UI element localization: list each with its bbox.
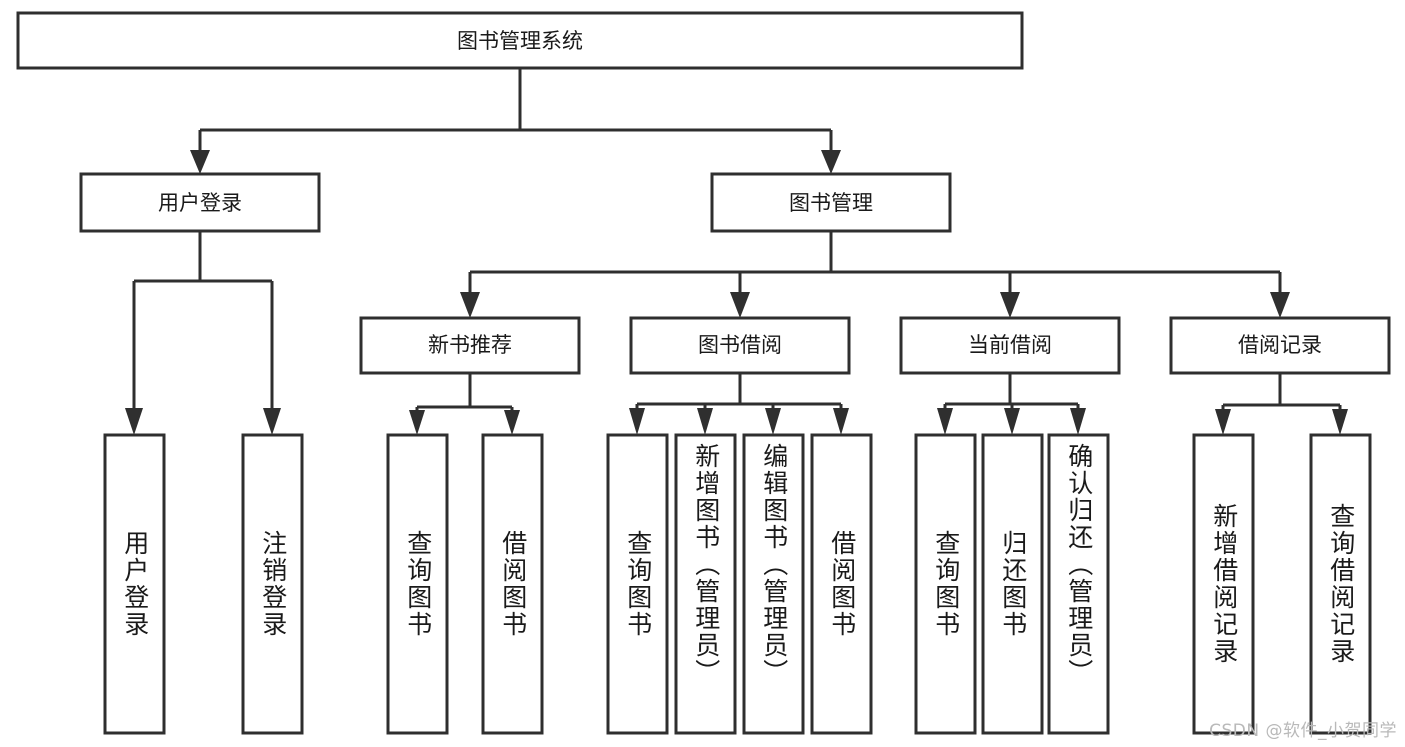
arrow-head-leaf-user-logout: [263, 408, 281, 435]
arrow-head-leaf-query-book-borrow: [629, 408, 645, 435]
arrow-head-leaf-edit-book: [765, 408, 781, 435]
arrow-head-leaf-query-book-current: [937, 408, 953, 435]
arrow-head-leaf-borrow-book-recommend: [504, 410, 520, 435]
leaf-box-add-borrow-record[interactable]: [1192, 433, 1255, 735]
leaf-box-borrow-book-recommend[interactable]: [481, 433, 544, 735]
node-current-borrow[interactable]: 当前借阅: [899, 316, 1121, 375]
node-user-login[interactable]: 用户登录: [79, 172, 321, 233]
arrow-head-new-book-recommend: [460, 292, 480, 318]
node-current-borrow-box[interactable]: [899, 316, 1121, 375]
arrow-head-leaf-confirm-return: [1070, 408, 1086, 435]
arrow-head-user-login: [190, 150, 210, 174]
node-root-label: 图书管理系统: [457, 29, 583, 53]
leaf-box-add-book[interactable]: [674, 433, 737, 735]
node-book-management[interactable]: 图书管理: [710, 172, 952, 233]
node-user-login-label: 用户登录: [158, 191, 242, 215]
node-root[interactable]: 图书管理系统: [16, 11, 1024, 70]
arrow-head-leaf-return-book: [1004, 408, 1020, 435]
arrow-head-book-management: [821, 150, 841, 174]
node-new-book-recommend[interactable]: 新书推荐: [359, 316, 581, 375]
node-book-borrow-label: 图书借阅: [698, 333, 782, 357]
node-book-management-label: 图书管理: [789, 191, 873, 215]
node-root-box[interactable]: [16, 11, 1024, 70]
node-borrow-record-label: 借阅记录: [1238, 333, 1322, 357]
arrow-head-leaf-add-borrow-record: [1215, 409, 1231, 435]
leaf-box-query-book-current[interactable]: [914, 433, 977, 735]
connectors-root-to-level2: [190, 68, 841, 174]
node-book-borrow[interactable]: 图书借阅: [629, 316, 851, 375]
connectors-book-borrow-to-leaves: [629, 373, 849, 435]
connectors-book-management-to-level3: [460, 231, 1290, 318]
leaf-box-confirm-return[interactable]: [1047, 433, 1110, 735]
arrow-head-book-borrow: [730, 292, 750, 318]
leaf-box-user-login[interactable]: [103, 433, 166, 735]
connectors-new-book-recommend-to-leaves: [409, 373, 520, 435]
leaf-boxes: [103, 433, 1372, 735]
arrow-head-leaf-query-book-recommend: [409, 410, 425, 435]
node-borrow-record[interactable]: 借阅记录: [1169, 316, 1391, 375]
arrow-head-leaf-query-borrow-record: [1332, 409, 1348, 435]
arrow-head-leaf-add-book: [697, 408, 713, 435]
arrow-head-borrow-record: [1270, 292, 1290, 318]
node-book-borrow-box[interactable]: [629, 316, 851, 375]
watermark-text: CSDN @软件_小贺同学: [1209, 721, 1397, 741]
leaf-box-query-book-recommend[interactable]: [386, 433, 449, 735]
arrow-head-leaf-user-login: [125, 408, 143, 435]
leaf-box-user-logout[interactable]: [241, 433, 304, 735]
node-new-book-recommend-box[interactable]: [359, 316, 581, 375]
node-current-borrow-label: 当前借阅: [968, 333, 1052, 357]
node-user-login-box[interactable]: [79, 172, 321, 233]
leaf-box-return-book[interactable]: [981, 433, 1044, 735]
arrow-head-current-borrow: [1000, 292, 1020, 318]
connectors-user-login-to-leaves: [125, 231, 281, 435]
connectors-current-borrow-to-leaves: [937, 373, 1086, 435]
leaf-box-query-book-borrow[interactable]: [606, 433, 669, 735]
connectors-borrow-record-to-leaves: [1215, 373, 1348, 435]
node-new-book-recommend-label: 新书推荐: [428, 333, 512, 357]
leaf-box-borrow-book[interactable]: [810, 433, 873, 735]
node-borrow-record-box[interactable]: [1169, 316, 1391, 375]
arrow-head-leaf-borrow-book: [833, 408, 849, 435]
leaf-box-query-borrow-record[interactable]: [1309, 433, 1372, 735]
leaf-box-edit-book[interactable]: [742, 433, 805, 735]
node-book-management-box[interactable]: [710, 172, 952, 233]
